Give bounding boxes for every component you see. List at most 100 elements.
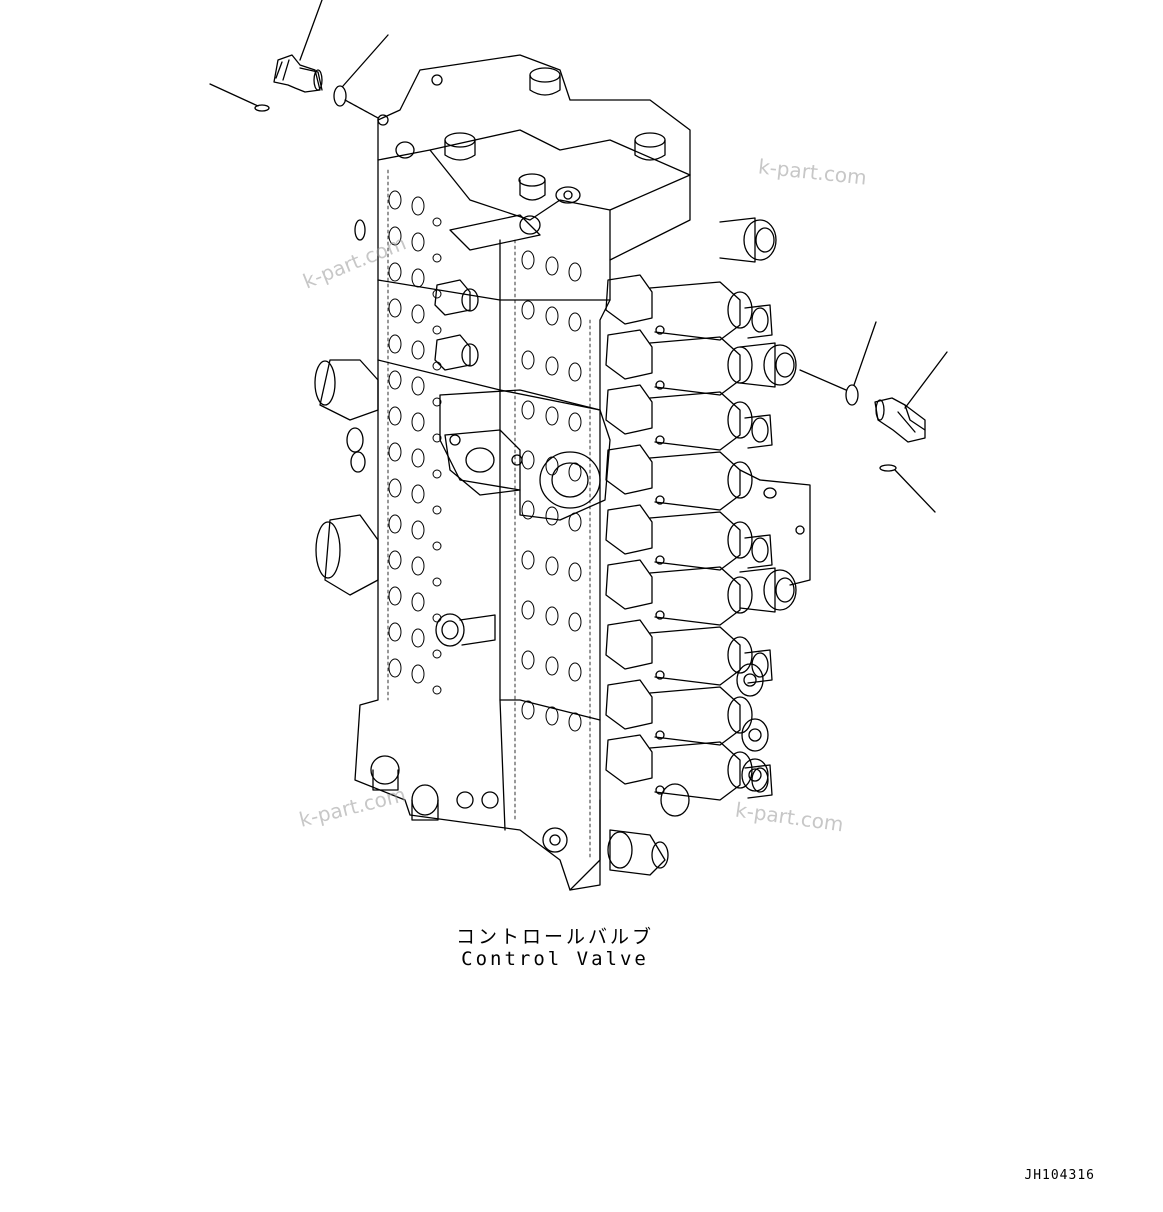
spool-cap	[605, 504, 773, 571]
port-hole	[545, 456, 559, 476]
port-hole	[388, 334, 402, 354]
port-hole	[388, 658, 402, 678]
port-hole	[388, 226, 402, 246]
port-hole	[411, 232, 425, 252]
port-hole	[388, 478, 402, 498]
port-hole	[545, 356, 559, 376]
o-ring-right	[799, 321, 877, 406]
port-hole	[521, 400, 535, 420]
port-bolt	[432, 325, 442, 335]
port-hole	[411, 520, 425, 540]
port-bolt	[432, 649, 442, 659]
fitting-end	[741, 718, 769, 752]
left-face-ports	[388, 190, 582, 732]
port-hole	[411, 484, 425, 504]
port-hole	[388, 262, 402, 282]
port-hole	[411, 196, 425, 216]
spool-cap	[605, 559, 753, 626]
port-bolt	[432, 361, 442, 371]
drawing-number: JH104316	[1024, 1168, 1095, 1183]
port-hole	[388, 370, 402, 390]
port-hole	[388, 622, 402, 642]
port-hole	[388, 190, 402, 210]
port-hole	[411, 448, 425, 468]
port-hole	[545, 656, 559, 676]
port-hole	[411, 664, 425, 684]
port-hole	[411, 628, 425, 648]
port-hole	[388, 586, 402, 606]
spool-cap	[605, 384, 773, 451]
port-hole	[521, 450, 535, 470]
flange-block	[439, 389, 611, 521]
port-hole	[568, 562, 582, 582]
port-hole	[568, 312, 582, 332]
pointer-upper-left	[209, 83, 270, 112]
caption-japanese: コントロールバルブ	[455, 926, 654, 948]
spool-cap	[605, 329, 753, 396]
right-side-block	[739, 469, 811, 586]
port-hole	[521, 500, 535, 520]
port-hole	[388, 550, 402, 570]
solenoid-end	[739, 342, 797, 388]
spool-cap	[605, 619, 773, 686]
port-hole	[568, 662, 582, 682]
port-hole	[411, 304, 425, 324]
port-hole	[545, 606, 559, 626]
port-hole	[568, 712, 582, 732]
port-hole	[521, 250, 535, 270]
solenoid-end	[739, 567, 797, 613]
caption-english: Control Valve	[461, 948, 649, 970]
port-hole	[521, 550, 535, 570]
valve-body	[354, 54, 691, 891]
fitting-end	[741, 758, 769, 792]
port-hole	[545, 706, 559, 726]
port-bolt	[432, 397, 442, 407]
port-hole	[388, 442, 402, 462]
pressure-sensor-upper-left	[273, 0, 323, 93]
port-bolt	[432, 541, 442, 551]
pressure-sensor-right	[874, 351, 948, 443]
right-spool-stack	[605, 217, 797, 801]
port-hole	[568, 362, 582, 382]
left-face-caps	[370, 279, 496, 821]
port-bolt	[432, 685, 442, 695]
port-hole	[545, 556, 559, 576]
port-hole	[545, 256, 559, 276]
port-hole	[521, 300, 535, 320]
port-hole	[388, 406, 402, 426]
port-bolt	[432, 433, 442, 443]
port-hole	[521, 350, 535, 370]
port-bolt	[432, 217, 442, 227]
port-hole	[521, 650, 535, 670]
port-hole	[545, 506, 559, 526]
left-solenoids	[314, 219, 379, 596]
port-hole	[521, 700, 535, 720]
bottom-fittings	[456, 783, 690, 876]
spool-cap	[605, 444, 753, 511]
solenoid-end	[719, 217, 777, 263]
port-hole	[388, 514, 402, 534]
port-hole	[545, 306, 559, 326]
port-hole	[521, 600, 535, 620]
o-ring-upper-left	[333, 34, 389, 119]
port-hole	[411, 376, 425, 396]
port-hole	[411, 556, 425, 576]
port-hole	[411, 340, 425, 360]
fitting-end	[736, 663, 764, 697]
port-hole	[411, 592, 425, 612]
port-hole	[411, 268, 425, 288]
port-bolt	[432, 613, 442, 623]
port-bolt	[432, 505, 442, 515]
port-bolt	[432, 253, 442, 263]
port-hole	[568, 412, 582, 432]
port-bolt	[432, 469, 442, 479]
port-hole	[568, 612, 582, 632]
port-hole	[388, 298, 402, 318]
port-hole	[545, 406, 559, 426]
top-bolts	[377, 67, 666, 251]
spool-cap	[605, 274, 773, 341]
pointer-right	[879, 464, 936, 513]
spool-cap	[605, 734, 773, 801]
port-hole	[411, 412, 425, 432]
